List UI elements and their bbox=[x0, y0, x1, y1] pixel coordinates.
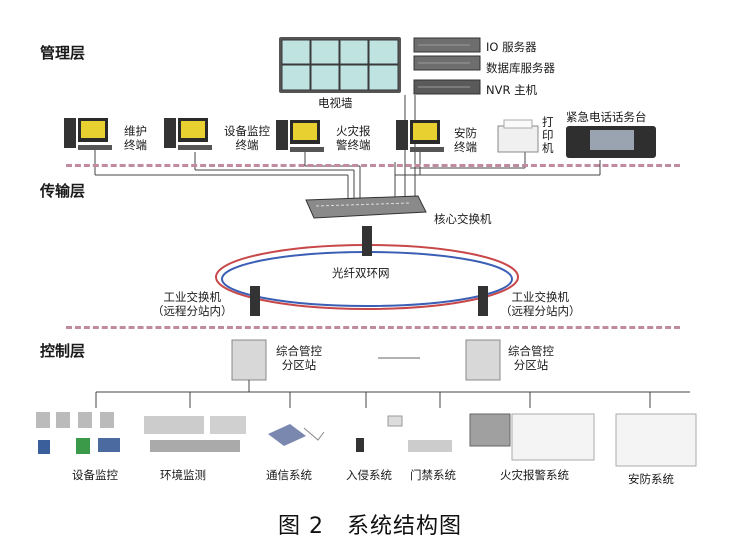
system-label-intrusion: 入侵系统 bbox=[346, 468, 392, 482]
terminal-label-equipment-monitor: 设备监控 终端 bbox=[224, 124, 270, 152]
substation-label-right: 综合管控 分区站 bbox=[508, 344, 554, 372]
tv-wall-label: 电视墙 bbox=[318, 96, 353, 110]
server-label-nvr: NVR 主机 bbox=[486, 83, 538, 97]
terminal-label-security: 安防 终端 bbox=[454, 126, 477, 154]
server-label-database: 数据库服务器 bbox=[486, 61, 555, 75]
console-graphic bbox=[566, 126, 656, 158]
substation-label-left: 综合管控 分区站 bbox=[276, 344, 322, 372]
printer-graphic bbox=[497, 119, 539, 153]
subsystem-bus bbox=[95, 380, 690, 408]
system-label-fire-alarm: 火灾报警系统 bbox=[500, 468, 569, 482]
tv-wall-graphic bbox=[279, 37, 401, 93]
industrial-switch-label-right: 工业交换机 （远程分站内） bbox=[500, 290, 581, 318]
system-label-communication: 通信系统 bbox=[266, 468, 312, 482]
fiber-ring-label: 光纤双环网 bbox=[332, 266, 390, 280]
industrial-switch-label-left: 工业交换机 （远程分站内） bbox=[152, 290, 233, 318]
terminal-computers bbox=[64, 118, 444, 152]
layer-title-control: 控制层 bbox=[40, 342, 86, 360]
system-label-security: 安防系统 bbox=[628, 472, 674, 486]
substation-cabinets bbox=[231, 339, 501, 381]
server-label-io: IO 服务器 bbox=[486, 40, 537, 54]
layer-title-transmission: 传输层 bbox=[40, 182, 86, 200]
terminal-label-fire-alarm: 火灾报 警终端 bbox=[336, 124, 371, 152]
core-uplink bbox=[362, 226, 372, 256]
system-label-access-control: 门禁系统 bbox=[410, 468, 456, 482]
layer-title-management: 管理层 bbox=[40, 44, 86, 62]
core-switch-graphic bbox=[305, 195, 427, 219]
separator-management-transmission bbox=[66, 164, 680, 167]
printer-label: 打 印 机 bbox=[542, 115, 554, 155]
industrial-switches bbox=[250, 286, 488, 316]
separator-transmission-control bbox=[66, 326, 680, 329]
core-switch-label: 核心交换机 bbox=[434, 212, 492, 226]
console-label: 紧急电话话务台 bbox=[566, 110, 647, 124]
servers-graphic bbox=[413, 37, 481, 95]
system-label-equipment-monitoring: 设备监控 bbox=[72, 468, 118, 482]
subsystem-devices bbox=[36, 412, 697, 467]
terminal-label-maintenance: 维护 终端 bbox=[124, 124, 147, 152]
system-label-environment: 环境监测 bbox=[160, 468, 206, 482]
figure-caption: 图 2 系统结构图 bbox=[278, 514, 462, 539]
